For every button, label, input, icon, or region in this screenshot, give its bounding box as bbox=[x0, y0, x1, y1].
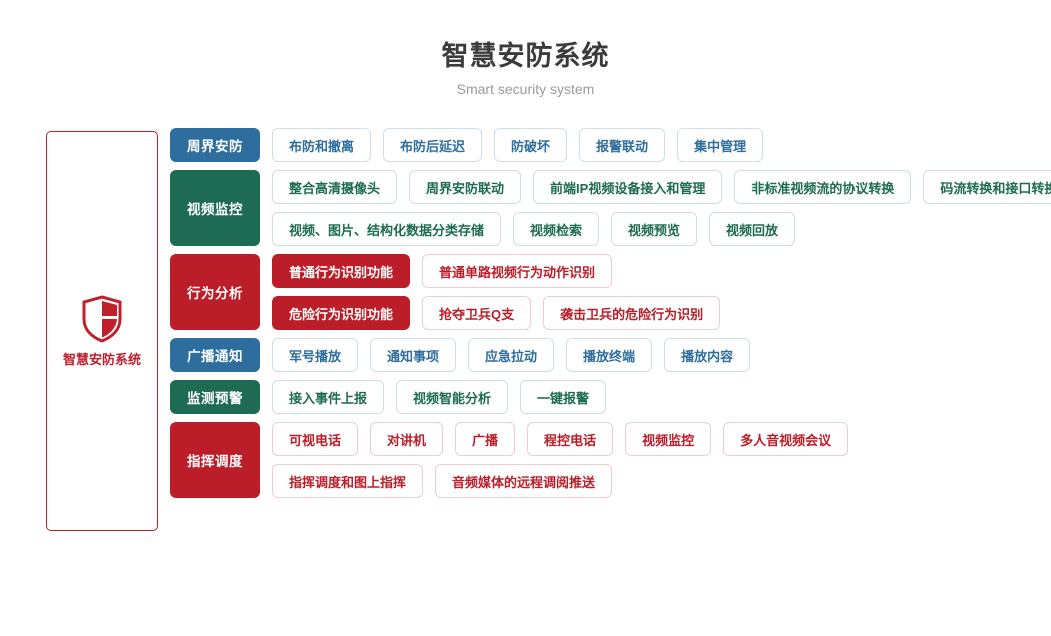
capability-chip[interactable]: 程控电话 bbox=[527, 422, 614, 456]
capability-chip[interactable]: 前端IP视频设备接入和管理 bbox=[533, 170, 723, 204]
capability-lines: 军号播放通知事项应急拉动播放终端播放内容 bbox=[272, 338, 1050, 372]
category-label[interactable]: 监测预警 bbox=[170, 380, 260, 414]
capability-chip[interactable]: 视频智能分析 bbox=[396, 380, 509, 414]
capability-chip[interactable]: 播放终端 bbox=[566, 338, 653, 372]
capability-line: 指挥调度和图上指挥音频媒体的远程调阅推送 bbox=[272, 464, 1050, 498]
capability-row: 视频监控整合高清摄像头周界安防联动前端IP视频设备接入和管理非标准视频流的协议转… bbox=[170, 170, 1051, 246]
system-name-label: 智慧安防系统 bbox=[62, 351, 141, 367]
capability-chip[interactable]: 集中管理 bbox=[677, 128, 764, 162]
capability-chip[interactable]: 对讲机 bbox=[370, 422, 444, 456]
capability-chip[interactable]: 码流转换和接口转换 bbox=[923, 170, 1051, 204]
capability-lines: 整合高清摄像头周界安防联动前端IP视频设备接入和管理非标准视频流的协议转换码流转… bbox=[272, 170, 1051, 246]
capability-chip[interactable]: 非标准视频流的协议转换 bbox=[734, 170, 912, 204]
capability-chip[interactable]: 多人音视频会议 bbox=[723, 422, 849, 456]
category-label[interactable]: 视频监控 bbox=[170, 170, 260, 246]
page-subtitle: Smart security system bbox=[456, 81, 595, 97]
shield-icon bbox=[82, 294, 122, 343]
capability-chip[interactable]: 一键报警 bbox=[520, 380, 607, 414]
capability-chip[interactable]: 军号播放 bbox=[272, 338, 359, 372]
category-label[interactable]: 指挥调度 bbox=[170, 422, 260, 498]
category-label[interactable]: 周界安防 bbox=[170, 128, 260, 162]
capability-line: 布防和撤离布防后延迟防破坏报警联动集中管理 bbox=[272, 128, 1050, 162]
capability-chip[interactable]: 普通单路视频行为动作识别 bbox=[422, 254, 613, 288]
capability-chip[interactable]: 音频媒体的远程调阅推送 bbox=[435, 464, 613, 498]
capability-line: 普通行为识别功能普通单路视频行为动作识别 bbox=[272, 254, 1050, 288]
capability-chip[interactable]: 指挥调度和图上指挥 bbox=[272, 464, 424, 498]
capability-row: 广播通知军号播放通知事项应急拉动播放终端播放内容 bbox=[170, 338, 1050, 372]
category-label[interactable]: 广播通知 bbox=[170, 338, 260, 372]
page-title: 智慧安防系统 bbox=[441, 41, 610, 71]
capability-line: 危险行为识别功能抢夺卫兵Q支袭击卫兵的危险行为识别 bbox=[272, 296, 1050, 330]
category-label[interactable]: 行为分析 bbox=[170, 254, 260, 330]
capability-chip[interactable]: 通知事项 bbox=[370, 338, 457, 372]
capability-lines: 可视电话对讲机广播程控电话视频监控多人音视频会议指挥调度和图上指挥音频媒体的远程… bbox=[272, 422, 1050, 498]
capability-row: 监测预警接入事件上报视频智能分析一键报警 bbox=[170, 380, 1050, 414]
capability-row: 指挥调度可视电话对讲机广播程控电话视频监控多人音视频会议指挥调度和图上指挥音频媒… bbox=[170, 422, 1050, 498]
capability-line: 可视电话对讲机广播程控电话视频监控多人音视频会议 bbox=[272, 422, 1050, 456]
capability-line: 视频、图片、结构化数据分类存储视频检索视频预览视频回放 bbox=[272, 212, 1051, 246]
capability-chip[interactable]: 周界安防联动 bbox=[409, 170, 522, 204]
capability-matrix: 周界安防布防和撤离布防后延迟防破坏报警联动集中管理视频监控整合高清摄像头周界安防… bbox=[170, 128, 1051, 506]
capability-chip[interactable]: 接入事件上报 bbox=[272, 380, 385, 414]
capability-chip[interactable]: 防破坏 bbox=[494, 128, 568, 162]
capability-chip[interactable]: 播放内容 bbox=[664, 338, 751, 372]
capability-chip[interactable]: 视频监控 bbox=[625, 422, 712, 456]
capability-chip[interactable]: 广播 bbox=[455, 422, 516, 456]
capability-chip[interactable]: 视频回放 bbox=[709, 212, 796, 246]
capability-chip[interactable]: 布防和撤离 bbox=[272, 128, 372, 162]
capability-chip[interactable]: 视频预览 bbox=[611, 212, 698, 246]
capability-line: 整合高清摄像头周界安防联动前端IP视频设备接入和管理非标准视频流的协议转换码流转… bbox=[272, 170, 1051, 204]
capability-chip[interactable]: 布防后延迟 bbox=[383, 128, 483, 162]
capability-chip[interactable]: 普通行为识别功能 bbox=[272, 254, 411, 288]
capability-row: 周界安防布防和撤离布防后延迟防破坏报警联动集中管理 bbox=[170, 128, 1050, 162]
capability-chip[interactable]: 视频、图片、结构化数据分类存储 bbox=[272, 212, 502, 246]
capability-chip[interactable]: 视频检索 bbox=[513, 212, 600, 246]
capability-line: 接入事件上报视频智能分析一键报警 bbox=[272, 380, 1050, 414]
capability-chip[interactable]: 整合高清摄像头 bbox=[272, 170, 398, 204]
capability-lines: 接入事件上报视频智能分析一键报警 bbox=[272, 380, 1050, 414]
system-overview-panel: 智慧安防系统 bbox=[46, 131, 158, 531]
capability-row: 行为分析普通行为识别功能普通单路视频行为动作识别危险行为识别功能抢夺卫兵Q支袭击… bbox=[170, 254, 1050, 330]
capability-chip[interactable]: 抢夺卫兵Q支 bbox=[422, 296, 532, 330]
capability-chip[interactable]: 报警联动 bbox=[579, 128, 666, 162]
capability-chip[interactable]: 应急拉动 bbox=[468, 338, 555, 372]
capability-lines: 布防和撤离布防后延迟防破坏报警联动集中管理 bbox=[272, 128, 1050, 162]
capability-chip[interactable]: 可视电话 bbox=[272, 422, 359, 456]
page-header: 智慧安防系统 Smart security system bbox=[0, 38, 1051, 98]
capability-lines: 普通行为识别功能普通单路视频行为动作识别危险行为识别功能抢夺卫兵Q支袭击卫兵的危… bbox=[272, 254, 1050, 330]
capability-chip[interactable]: 袭击卫兵的危险行为识别 bbox=[543, 296, 721, 330]
capability-chip[interactable]: 危险行为识别功能 bbox=[272, 296, 411, 330]
capability-line: 军号播放通知事项应急拉动播放终端播放内容 bbox=[272, 338, 1050, 372]
